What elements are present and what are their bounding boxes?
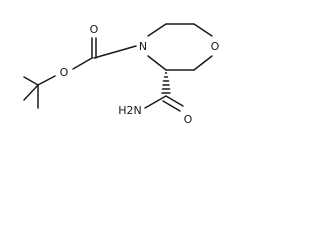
bond-ring-o-c2 bbox=[193, 55, 213, 71]
bond-ring-c6-o bbox=[193, 23, 213, 37]
atom-label-ring-n: N bbox=[139, 40, 147, 53]
molecule-diagram: O O N O H2N O bbox=[0, 0, 230, 155]
atom-label-carbonyl-o: O bbox=[90, 23, 99, 36]
atom-label-amide-o: O bbox=[184, 113, 193, 126]
stereo-hash-bond bbox=[161, 72, 171, 94]
bond-carbonyl-to-n bbox=[93, 45, 137, 59]
bond-ester-o-to-carbonyl bbox=[72, 57, 93, 70]
bond-amide-c-to-n bbox=[144, 95, 167, 109]
bond-ring-n-c5 bbox=[147, 23, 167, 37]
bond-ring-c3-n bbox=[147, 55, 167, 71]
bond-amide-double-b bbox=[162, 100, 181, 112]
structure-svg: O O N O H2N O bbox=[23, 23, 220, 126]
bond-tbu-to-ester-o bbox=[37, 75, 56, 86]
bond-tbu-methyl-left bbox=[23, 84, 39, 101]
bond-amide-double-a bbox=[165, 95, 184, 107]
atom-label-ester-o: O bbox=[60, 66, 69, 79]
atom-label-amide-n: H2N bbox=[118, 104, 142, 117]
bond-tbu-methyl-top bbox=[23, 76, 39, 86]
atom-label-ring-o: O bbox=[211, 40, 220, 53]
